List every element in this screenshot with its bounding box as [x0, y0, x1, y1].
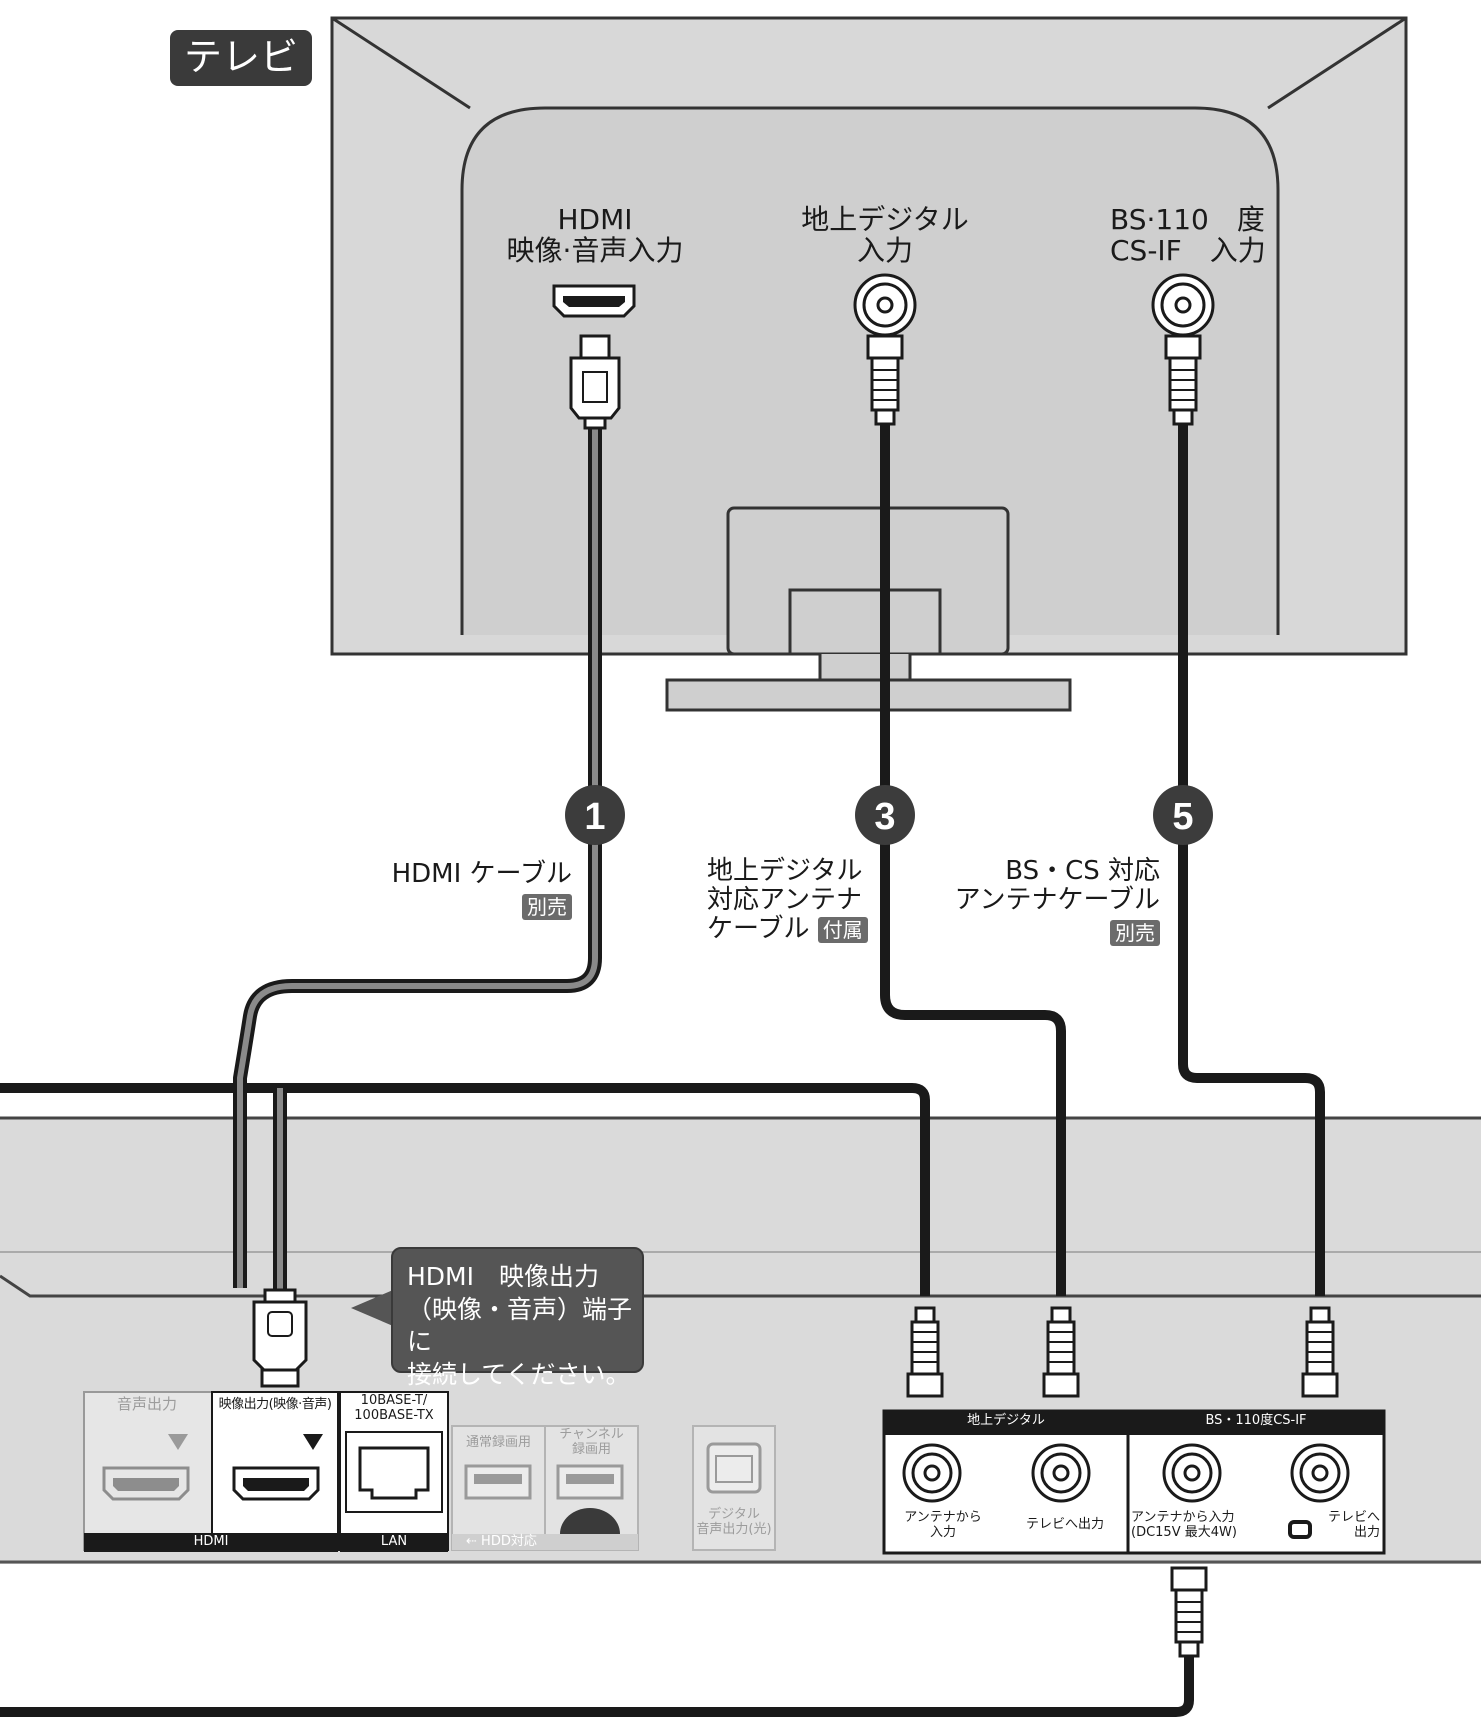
optical-line1: デジタル — [708, 1507, 760, 1522]
tv-terrestrial-label-line1: 地上デジタル — [801, 203, 969, 236]
cable-terrestrial — [880, 420, 1066, 1296]
tv-bs-port-label: BS·110 度 CS-IF 入力 — [1110, 204, 1330, 267]
coax-plug-tv-bs-icon — [1164, 334, 1202, 426]
recorder-lan-panel — [339, 1391, 449, 1552]
bs-in-line1: アンテナから入力 — [1131, 1510, 1235, 1525]
bs-group-label: BS・110度CS-IF — [1205, 1413, 1307, 1428]
hdmi-group-label: HDMI — [193, 1534, 229, 1549]
cable-5-name-line1: BS・CS 対応 — [1005, 856, 1160, 886]
lan-spec-line2: 100BASE-TX — [354, 1407, 434, 1423]
cable-number-marker-1: 1 — [565, 785, 625, 845]
coax-plug-rec-bs-in-icon — [1170, 1566, 1208, 1658]
usb-channel-line2: 録画用 — [571, 1441, 611, 1457]
cable-3-name-line2: 対応アンテナ — [707, 885, 862, 916]
tv-bs-label-line2: CS-IF 入力 — [1110, 234, 1266, 268]
cable-5-name-line2: アンテナケーブル — [954, 885, 1160, 916]
usb-channel-label: チャンネル 録画用 — [545, 1427, 638, 1457]
hdmi-plug-tv-icon — [569, 334, 621, 430]
audio-out-label: 音声出力 — [116, 1395, 177, 1413]
video-out-label: 映像出力(映像·音声) — [218, 1397, 332, 1412]
coax-plug-rec-terrestrial-out-icon — [1042, 1306, 1080, 1398]
coax-plug-rec-bs-out-icon — [1301, 1306, 1339, 1398]
tv-tag: テレビ — [170, 30, 313, 86]
recorder-terrestrial-panel — [882, 1409, 1130, 1555]
cable-number-1: 1 — [584, 796, 605, 838]
cable-1-tag: 別売 — [522, 893, 572, 920]
callout-line2: （映像・音声）端子に — [407, 1294, 633, 1357]
callout-line1: HDMI 映像出力 — [407, 1262, 599, 1291]
tv-hdmi-label-line2: 映像·音声入力 — [506, 234, 684, 268]
coax-plug-tv-terrestrial-icon — [866, 334, 904, 426]
usb-icon: ⇠ — [466, 1534, 477, 1549]
callout-tail — [351, 1290, 393, 1326]
cable-3-name-line1: 地上デジタル — [707, 856, 863, 886]
tv-bs-port-icon — [1151, 273, 1215, 337]
optical-line2: 音声出力(光) — [696, 1521, 772, 1537]
usb-group-label: ⇠ HDD対応 — [466, 1534, 586, 1550]
tv-hdmi-label-line1: HDMI — [557, 203, 633, 236]
cable-hdmi — [233, 425, 602, 1290]
lan-group-label: LAN — [380, 1534, 408, 1549]
usb-normal-label: 通常録画用 — [465, 1435, 531, 1450]
tv-terrestrial-label-line2: 入力 — [856, 234, 913, 268]
callout-line3: 接続してください。 — [407, 1359, 631, 1389]
bs-in-label: アンテナから入力 (DC15V 最大4W) — [1131, 1510, 1261, 1540]
cable-3-name-line3: ケーブル — [707, 914, 810, 945]
optical-label: デジタル 音声出力(光) — [693, 1507, 775, 1537]
tv-terrestrial-port-label: 地上デジタル 入力 — [790, 204, 980, 267]
tv-illustration — [330, 16, 1408, 712]
recorder-optical-panel — [692, 1425, 776, 1551]
cable-5-tag: 別売 — [1110, 919, 1160, 946]
bs-out-label: テレビへ 出力 — [1310, 1510, 1380, 1540]
tv-terrestrial-port-icon — [853, 273, 917, 337]
callout-bubble: HDMI 映像出力 （映像・音声）端子に 接続してください。 — [391, 1247, 644, 1389]
terrestrial-in-label: アンテナから 入力 — [888, 1510, 998, 1540]
bs-in-line2: (DC15V 最大4W) — [1131, 1524, 1237, 1540]
recorder-usb-panel — [451, 1425, 639, 1551]
tv-bs-label-line1: BS·110 度 — [1110, 203, 1265, 236]
lan-spec-line1: 10BASE-T/ — [360, 1393, 428, 1408]
bs-out-line1: テレビへ — [1327, 1510, 1380, 1525]
cable-number-marker-5: 5 — [1153, 785, 1213, 845]
cable-1-label: HDMI ケーブル 別売 — [360, 859, 572, 921]
lan-spec-label: 10BASE-T/ 100BASE-TX — [340, 1393, 448, 1423]
tv-hdmi-port-icon — [552, 284, 636, 318]
recorder-bs-panel — [1126, 1409, 1386, 1555]
cable-number-marker-3: 3 — [855, 785, 915, 845]
terrestrial-out-label: テレビへ出力 — [1025, 1517, 1104, 1532]
cable-5-label: BS・CS 対応 アンテナケーブル 別売 — [940, 856, 1160, 947]
usb-channel-line1: チャンネル — [559, 1427, 624, 1442]
recorder-hdmi-panel — [83, 1391, 339, 1552]
tv-hdmi-port-label: HDMI 映像·音声入力 — [500, 204, 690, 267]
coax-plug-rec-terrestrial-in-icon — [906, 1306, 944, 1398]
usb-group-text: HDD対応 — [481, 1534, 537, 1549]
hdmi-plug-recorder-icon — [252, 1288, 308, 1388]
bs-out-line2: 出力 — [1353, 1524, 1380, 1540]
terrestrial-in-line2: 入力 — [929, 1524, 956, 1540]
cable-3-tag: 付属 — [817, 916, 868, 943]
cable-1-name: HDMI ケーブル — [391, 859, 572, 889]
cable-number-5: 5 — [1172, 796, 1193, 838]
terrestrial-group-label: 地上デジタル — [967, 1413, 1045, 1428]
cable-number-3: 3 — [874, 796, 895, 838]
cable-bs — [1178, 420, 1325, 1296]
terrestrial-in-line1: アンテナから — [904, 1510, 982, 1525]
cable-3-label: 地上デジタル 対応アンテナ ケーブル 付属 — [707, 856, 887, 945]
cable-antenna-feed — [0, 1083, 1194, 1717]
